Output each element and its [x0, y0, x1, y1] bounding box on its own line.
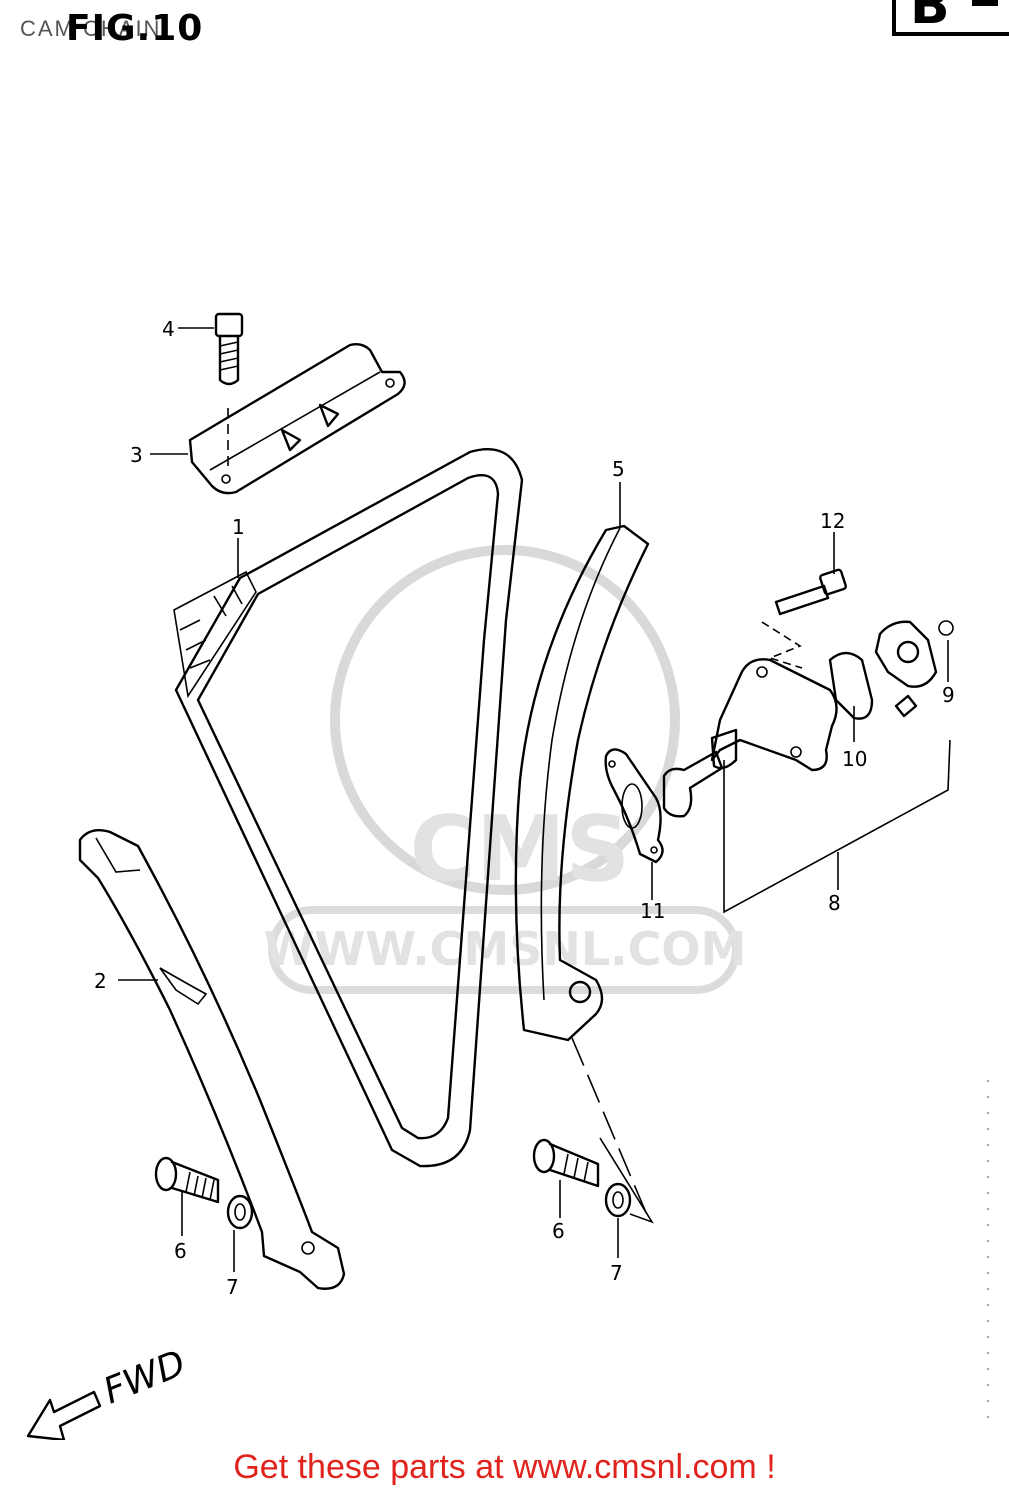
watermark-logo: CMS: [410, 797, 630, 902]
callout-5: 5: [612, 457, 625, 481]
exploded-parts-diagram: WWW.CMSNL.COM CMS: [26, 312, 989, 1440]
footer-parts-link[interactable]: Get these parts at www.cmsnl.com !: [233, 1448, 776, 1486]
callout-6-right: 6: [552, 1219, 565, 1243]
callout-11: 11: [640, 899, 665, 923]
callout-9: 9: [942, 683, 955, 707]
callout-6-left: 6: [174, 1239, 187, 1263]
part-12-bolt[interactable]: [761, 568, 847, 669]
part-6-guide-bolt-right[interactable]: [532, 1138, 600, 1188]
part-7-washer-left[interactable]: [226, 1194, 254, 1230]
callout-4: 4: [162, 317, 175, 341]
part-6-guide-bolt-left[interactable]: [154, 1156, 220, 1204]
page-letter-box: B: [892, 0, 1009, 36]
part-7-washer-right[interactable]: [604, 1182, 632, 1218]
callout-2: 2: [94, 969, 107, 993]
part-9-cap-bolt[interactable]: [874, 620, 954, 718]
callout-8: 8: [828, 891, 841, 915]
leader-lines: [118, 327, 949, 1272]
figure-label: FIG.10: [66, 8, 204, 49]
watermark: WWW.CMSNL.COM CMS: [264, 545, 747, 994]
page-letter-dash: [972, 0, 998, 6]
watermark-url: WWW.CMSNL.COM: [264, 922, 747, 976]
forward-label: FWD: [98, 1343, 191, 1412]
part-4-bolt[interactable]: [214, 312, 244, 386]
diagram-caption: CAM CHAIN: [20, 16, 162, 41]
callout-3: 3: [130, 443, 143, 467]
part-8-tensioner-assembly[interactable]: [662, 658, 951, 914]
forward-arrow-icon: [26, 1390, 102, 1440]
watermark-banner: [268, 906, 740, 994]
callout-12: 12: [820, 509, 845, 533]
watermark-ring: [330, 545, 680, 895]
page-letter: B: [910, 0, 950, 36]
part-11-gasket[interactable]: [604, 748, 664, 864]
forward-direction-indicator: FWD: [26, 1343, 191, 1440]
part-5-tensioner-guide[interactable]: [514, 524, 654, 1224]
callout-10: 10: [842, 747, 867, 771]
callout-1: 1: [232, 515, 245, 539]
callout-7-left: 7: [226, 1275, 239, 1299]
part-3-upper-guide[interactable]: [188, 342, 406, 495]
callout-numbers: 4 3 1 5 12 9 10 11 8 2 6 7 6 7: [94, 317, 955, 1299]
callout-7-right: 7: [610, 1261, 623, 1285]
part-2-front-guide[interactable]: [78, 829, 346, 1290]
part-1-cam-chain[interactable]: [173, 448, 524, 1168]
part-10-tensioner-gasket[interactable]: [828, 651, 874, 720]
